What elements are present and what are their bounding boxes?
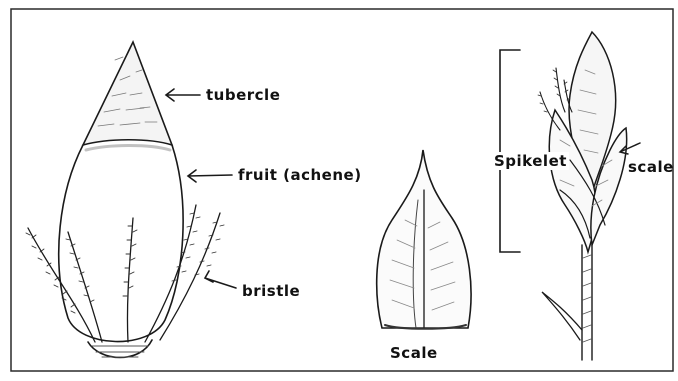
spikelet-bracket xyxy=(500,50,520,252)
label-spikelet: Spikelet xyxy=(492,152,569,170)
spikelet-leaf xyxy=(542,292,582,340)
achene-arrows xyxy=(166,89,236,288)
label-bristle: bristle xyxy=(242,282,300,300)
achene-drawing xyxy=(26,42,224,358)
spikelet-drawing xyxy=(500,32,627,360)
label-tubercle: tubercle xyxy=(206,86,280,104)
spikelet-stem xyxy=(582,245,592,360)
scale-drawing xyxy=(377,150,471,329)
tubercle-shape xyxy=(83,42,172,145)
label-scale-right: scale xyxy=(628,158,674,176)
label-fruit-achene: fruit (achene) xyxy=(238,166,362,184)
label-scale-center: Scale xyxy=(390,344,438,362)
bristles xyxy=(28,205,220,342)
fruit-body xyxy=(59,145,183,342)
fruit-base xyxy=(88,340,152,358)
